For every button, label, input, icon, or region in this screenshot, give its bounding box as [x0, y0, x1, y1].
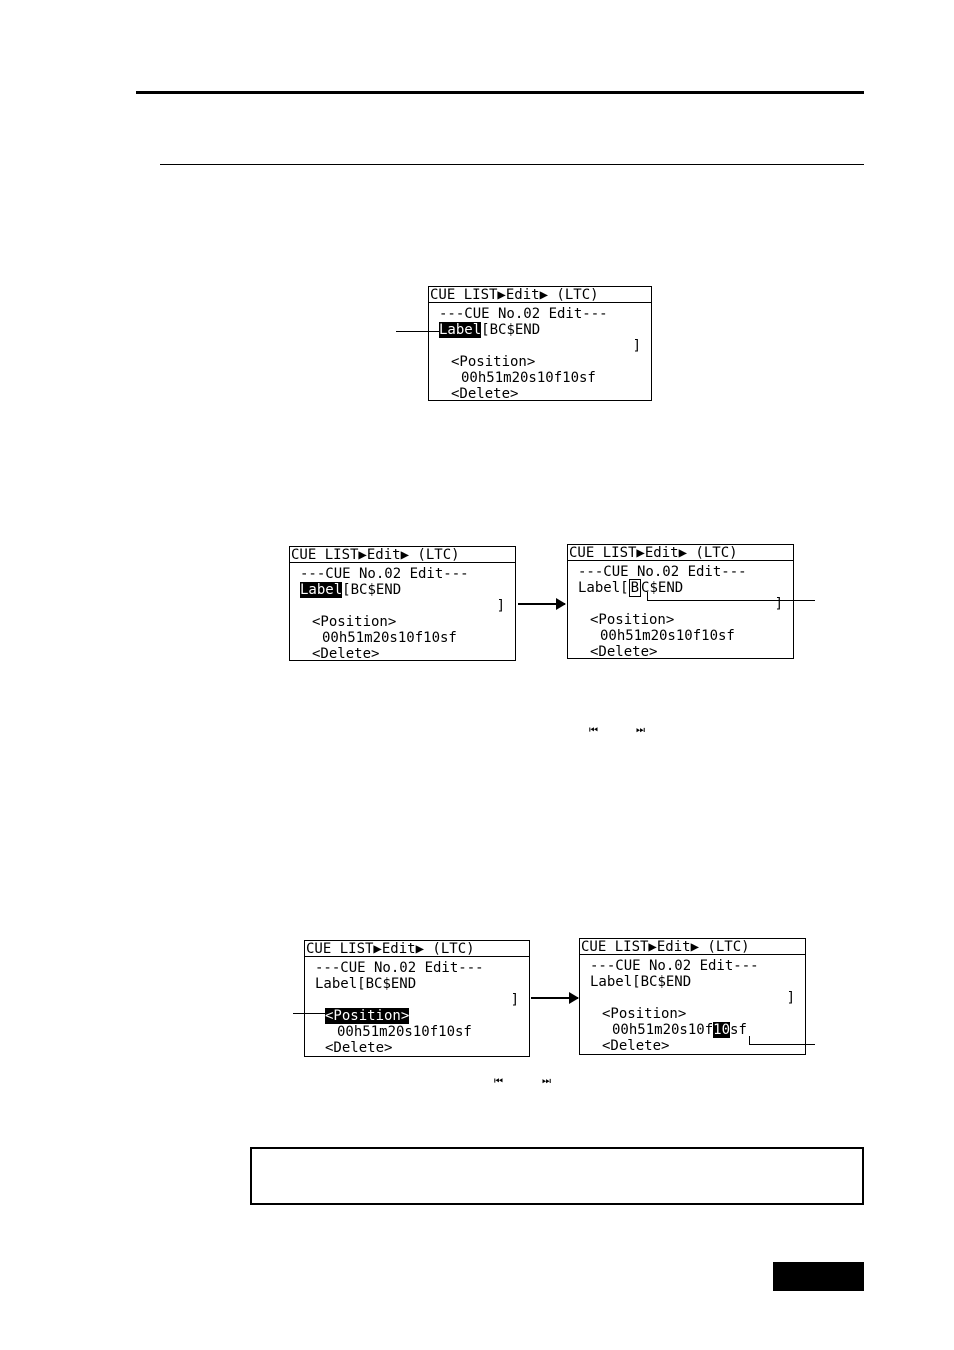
- fast-forward-icon: ⏭: [542, 1076, 551, 1087]
- lcd-screen-position-editing: CUE LIST▶Edit▶ (LTC) ---CUE No.02 Edit--…: [579, 938, 806, 1055]
- rewind-icon: ⏮: [494, 1076, 503, 1087]
- label-cursor-char: B: [628, 579, 642, 597]
- top-rule: [136, 91, 864, 94]
- lcd-screen-position-selected: CUE LIST▶Edit▶ (LTC) ---CUE No.02 Edit--…: [304, 940, 530, 1057]
- label-key: Label: [578, 580, 621, 596]
- lcd-header: ---CUE No.02 Edit---: [590, 958, 759, 974]
- label-key: Label: [590, 974, 633, 990]
- close-bracket: ]: [786, 990, 795, 1006]
- lcd-title: CUE LIST▶Edit▶ (LTC): [290, 547, 515, 563]
- transition-arrow: [531, 992, 579, 1004]
- position-item-highlighted: <Position>: [325, 1008, 410, 1024]
- delete-item: <Delete>: [325, 1040, 393, 1056]
- close-bracket: ]: [632, 338, 641, 354]
- transition-arrow: [518, 598, 566, 610]
- position-item: <Position>: [602, 1006, 687, 1022]
- position-item: <Position>: [312, 614, 397, 630]
- lcd-header: ---CUE No.02 Edit---: [315, 960, 484, 976]
- callout-line-vertical: [749, 1036, 750, 1045]
- position-item: <Position>: [590, 612, 675, 628]
- delete-item: <Delete>: [451, 386, 519, 402]
- label-value: [BC$END: [481, 322, 541, 338]
- position-value: 00h51m20s10f10sf: [322, 630, 457, 646]
- section-rule: [160, 164, 864, 165]
- lcd-screen-label-selected-2: CUE LIST▶Edit▶ (LTC) ---CUE No.02 Edit--…: [289, 546, 516, 662]
- label-value: [BC$END: [342, 582, 402, 598]
- lcd-header: ---CUE No.02 Edit---: [578, 564, 747, 580]
- close-bracket: ]: [496, 598, 505, 614]
- position-value: 00h51m20s10f10sf: [600, 628, 735, 644]
- rewind-icon: ⏮: [589, 725, 598, 736]
- position-prefix: 00h51m20s10f: [612, 1022, 714, 1038]
- lcd-title: CUE LIST▶Edit▶ (LTC): [429, 287, 651, 303]
- lcd-title: CUE LIST▶Edit▶ (LTC): [568, 545, 793, 561]
- position-value: 00h51m20s10f10sf: [337, 1024, 472, 1040]
- label-value: [BC$END: [357, 976, 417, 992]
- lcd-screen-label-selected: CUE LIST▶Edit▶ (LTC) ---CUE No.02 Edit--…: [428, 286, 652, 402]
- lcd-screen-label-editing: CUE LIST▶Edit▶ (LTC) ---CUE No.02 Edit--…: [567, 544, 794, 660]
- callout-line: [396, 331, 440, 332]
- lcd-header: ---CUE No.02 Edit---: [439, 306, 608, 322]
- delete-item: <Delete>: [602, 1038, 670, 1054]
- delete-item: <Delete>: [590, 644, 658, 660]
- callout-line-vertical: [647, 592, 648, 601]
- position-value: 00h51m20s10f10sf: [461, 370, 596, 386]
- label-rest: C$END: [641, 580, 684, 596]
- label-key-highlighted: Label: [439, 322, 482, 338]
- label-value: [BC$END: [632, 974, 692, 990]
- fast-forward-icon: ⏭: [636, 725, 645, 736]
- callout-line: [293, 1013, 327, 1014]
- position-item: <Position>: [451, 354, 536, 370]
- close-bracket: ]: [510, 992, 519, 1008]
- label-key-highlighted: Label: [300, 582, 343, 598]
- position-cursor: 10: [713, 1022, 731, 1038]
- position-suffix: sf: [730, 1022, 747, 1038]
- lcd-header: ---CUE No.02 Edit---: [300, 566, 469, 582]
- note-box: [250, 1147, 864, 1205]
- close-bracket: ]: [774, 596, 783, 612]
- callout-line: [647, 600, 815, 601]
- label-open-bracket: [: [620, 580, 629, 596]
- callout-line: [749, 1044, 815, 1045]
- delete-item: <Delete>: [312, 646, 380, 662]
- label-key: Label: [315, 976, 358, 992]
- lcd-title: CUE LIST▶Edit▶ (LTC): [580, 939, 805, 955]
- page-number-tab: [773, 1262, 864, 1291]
- lcd-title: CUE LIST▶Edit▶ (LTC): [305, 941, 529, 957]
